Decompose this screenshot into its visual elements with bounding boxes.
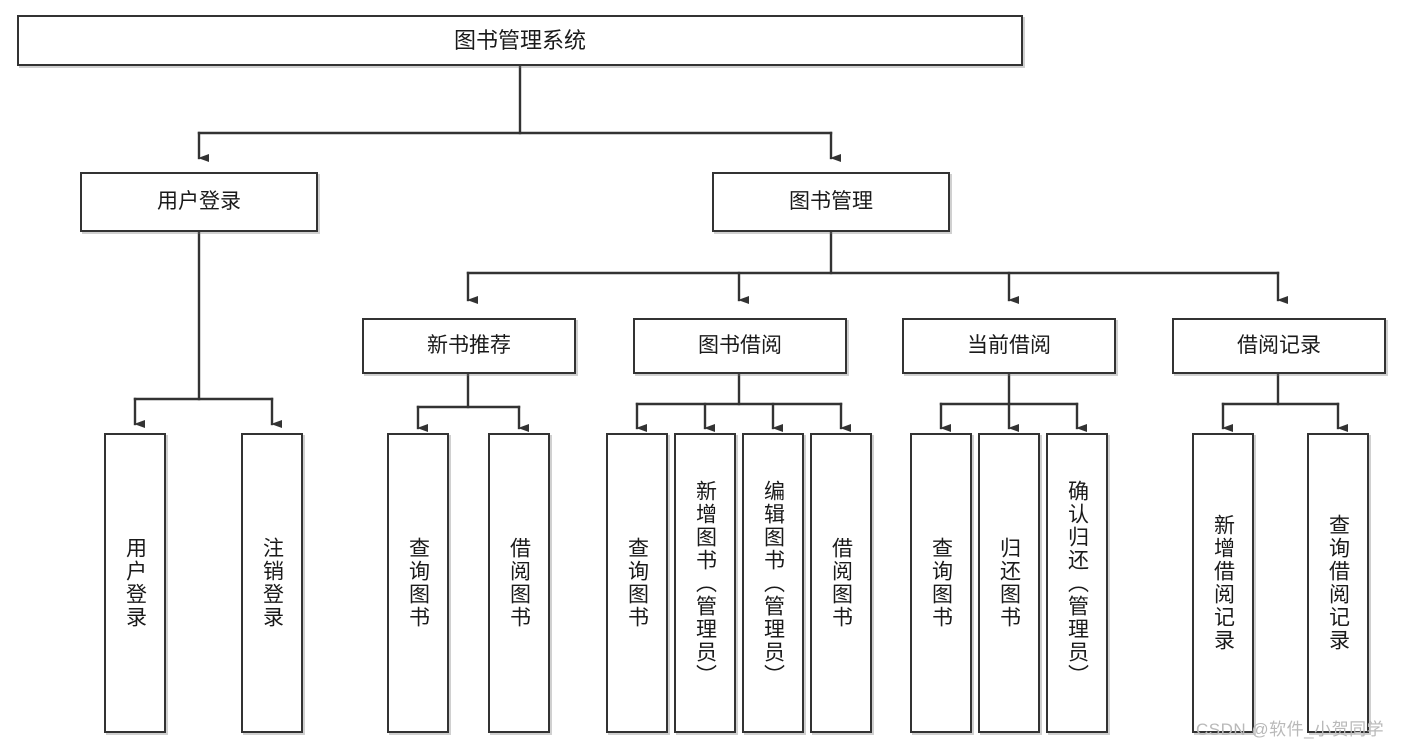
node-leaf-add-record-label: 新增借阅记录 — [1211, 514, 1235, 652]
node-book-manage-label: 图书管理 — [789, 189, 873, 213]
node-leaf-user-logout-label: 注销登录 — [260, 537, 284, 629]
csdn-watermark: CSDN @软件_小贺同学 — [1196, 720, 1385, 739]
node-leaf-query-book-2-label: 查询图书 — [625, 537, 649, 629]
node-leaf-user-login-label: 用户登录 — [123, 537, 147, 629]
node-leaf-edit-book-label: 编辑图书（管理员） — [761, 479, 785, 687]
node-leaf-borrow-book-2[interactable]: 借阅图书 — [810, 433, 872, 733]
node-leaf-add-book-label: 新增图书（管理员） — [693, 479, 717, 687]
node-leaf-add-book[interactable]: 新增图书（管理员） — [674, 433, 736, 733]
node-leaf-user-logout[interactable]: 注销登录 — [241, 433, 303, 733]
node-current-borrow-label: 当前借阅 — [967, 333, 1051, 357]
node-leaf-query-book-2[interactable]: 查询图书 — [606, 433, 668, 733]
node-leaf-return-book-label: 归还图书 — [997, 537, 1021, 629]
node-leaf-query-record[interactable]: 查询借阅记录 — [1307, 433, 1369, 733]
node-user-login[interactable]: 用户登录 — [80, 172, 318, 232]
node-leaf-confirm-return[interactable]: 确认归还（管理员） — [1046, 433, 1108, 733]
node-user-login-label: 用户登录 — [157, 189, 241, 213]
node-leaf-query-book-1-label: 查询图书 — [406, 537, 430, 629]
node-leaf-confirm-return-label: 确认归还（管理员） — [1065, 479, 1089, 687]
node-leaf-add-record[interactable]: 新增借阅记录 — [1192, 433, 1254, 733]
node-borrow-record[interactable]: 借阅记录 — [1172, 318, 1386, 374]
node-leaf-borrow-book-2-label: 借阅图书 — [829, 537, 853, 629]
node-leaf-borrow-book-1-label: 借阅图书 — [507, 537, 531, 629]
node-leaf-return-book[interactable]: 归还图书 — [978, 433, 1040, 733]
node-root-label: 图书管理系统 — [453, 27, 586, 53]
node-book-borrow[interactable]: 图书借阅 — [633, 318, 847, 374]
node-book-borrow-label: 图书借阅 — [698, 333, 782, 357]
node-root[interactable]: 图书管理系统 — [17, 15, 1023, 66]
node-new-book-rec[interactable]: 新书推荐 — [362, 318, 576, 374]
node-current-borrow[interactable]: 当前借阅 — [902, 318, 1116, 374]
node-book-manage[interactable]: 图书管理 — [712, 172, 950, 232]
node-leaf-query-book-3[interactable]: 查询图书 — [910, 433, 972, 733]
node-borrow-record-label: 借阅记录 — [1237, 333, 1321, 357]
node-leaf-query-book-1[interactable]: 查询图书 — [387, 433, 449, 733]
node-leaf-edit-book[interactable]: 编辑图书（管理员） — [742, 433, 804, 733]
node-new-book-rec-label: 新书推荐 — [427, 333, 511, 357]
node-leaf-query-record-label: 查询借阅记录 — [1326, 514, 1350, 652]
node-leaf-borrow-book-1[interactable]: 借阅图书 — [488, 433, 550, 733]
node-leaf-query-book-3-label: 查询图书 — [929, 537, 953, 629]
node-leaf-user-login[interactable]: 用户登录 — [104, 433, 166, 733]
